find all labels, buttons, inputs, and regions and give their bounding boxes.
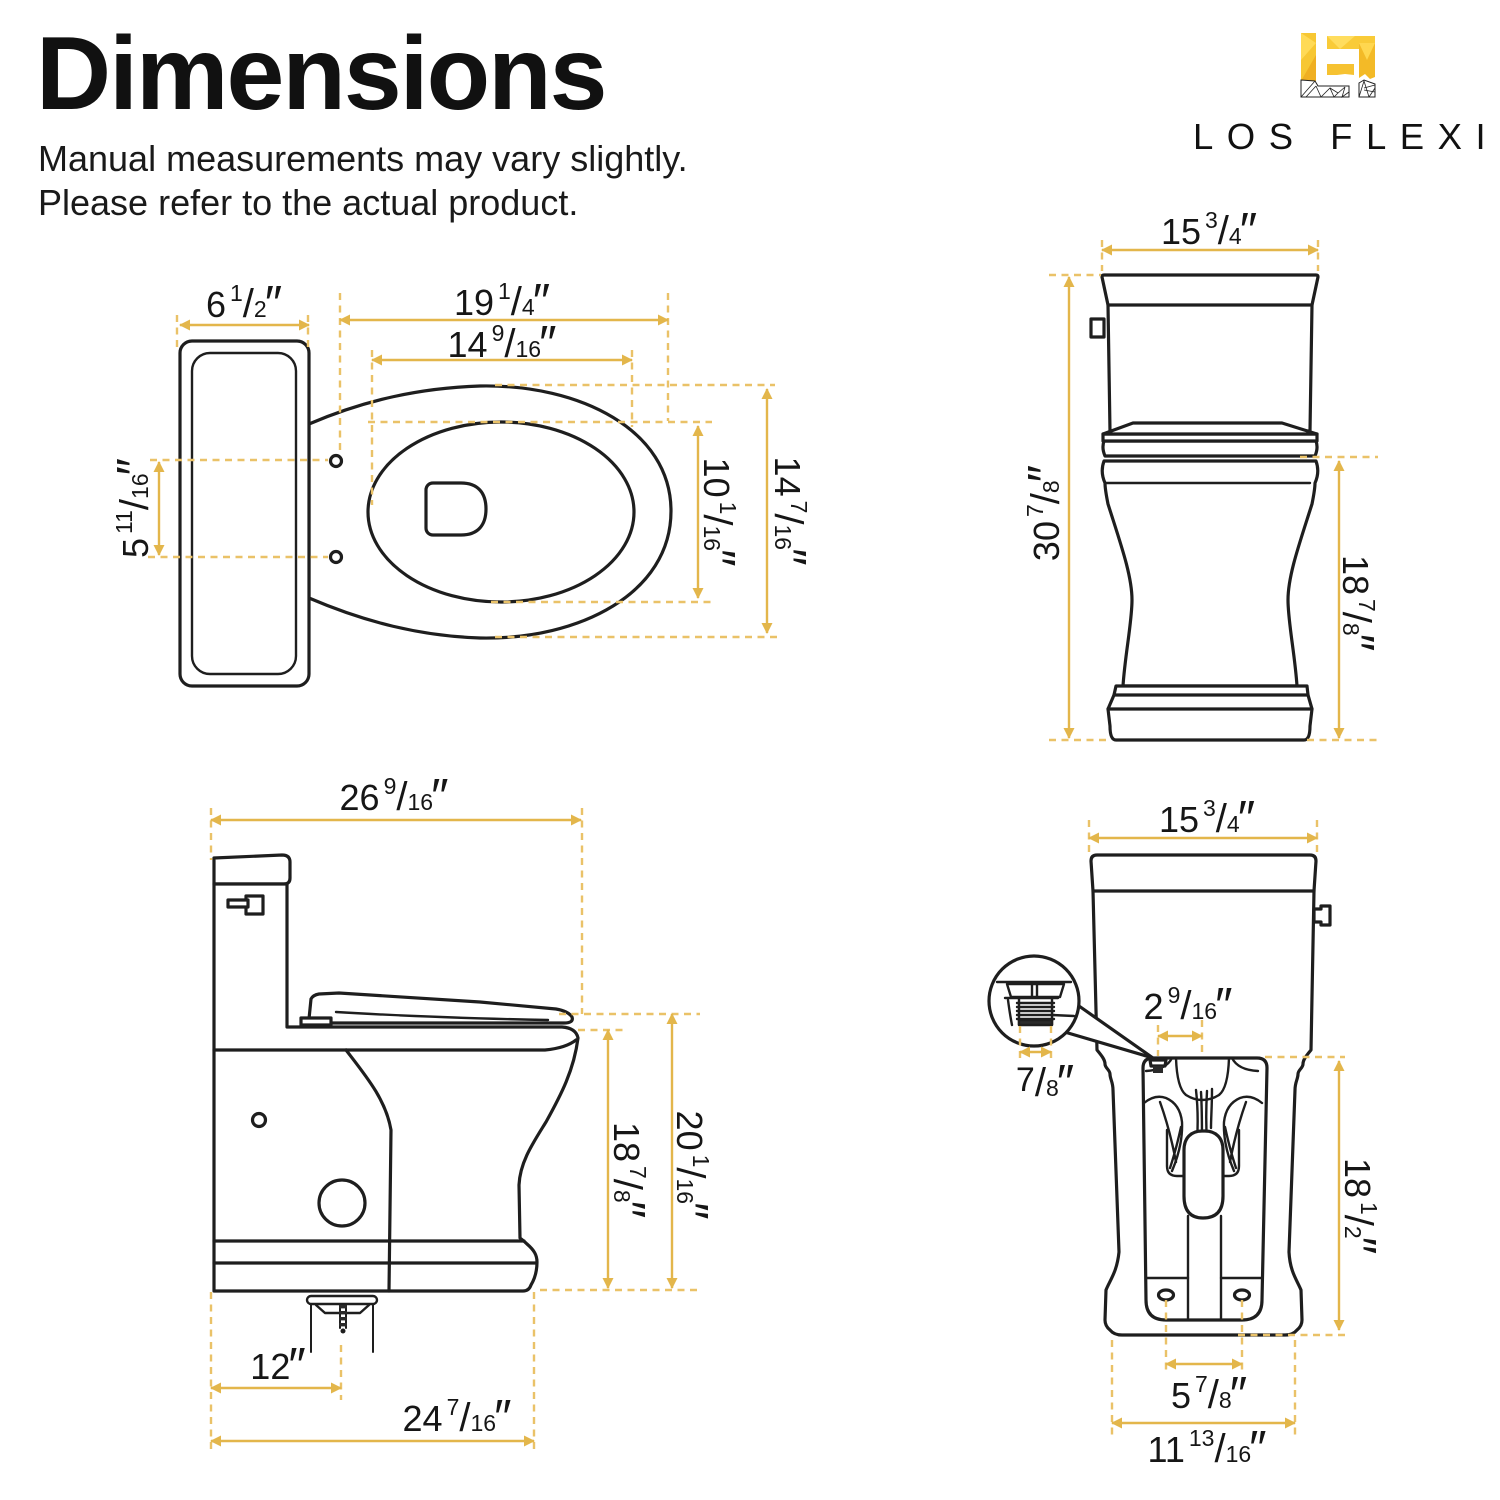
svg-text:187/8″: 187/8″ — [600, 1122, 654, 1218]
svg-text:12″: 12″ — [250, 1339, 305, 1393]
svg-text:57/8″: 57/8″ — [1171, 1368, 1247, 1422]
svg-text:307/8″: 307/8″ — [1019, 465, 1073, 561]
svg-text:29/16″: 29/16″ — [1144, 979, 1233, 1033]
svg-text:191/4″: 191/4″ — [454, 275, 550, 329]
svg-text:LOS FLEXI: LOS FLEXI — [1193, 116, 1499, 157]
svg-text:511/16″: 511/16″ — [108, 458, 162, 558]
svg-text:201/16″: 201/16″ — [663, 1111, 717, 1220]
svg-text:153/4″: 153/4″ — [1161, 204, 1257, 258]
svg-text:149/16″: 149/16″ — [448, 317, 557, 371]
svg-text:153/4″: 153/4″ — [1159, 792, 1255, 846]
svg-text:61/2″: 61/2″ — [206, 277, 282, 331]
svg-text:247/16″: 247/16″ — [403, 1391, 512, 1445]
svg-text:269/16″: 269/16″ — [340, 770, 449, 824]
svg-text:147/16″: 147/16″ — [761, 457, 815, 566]
svg-text:7/8″: 7/8″ — [1016, 1056, 1074, 1110]
svg-text:101/16″: 101/16″ — [690, 458, 744, 567]
svg-text:181/2″: 181/2″ — [1331, 1158, 1385, 1254]
svg-text:187/8″: 187/8″ — [1329, 555, 1383, 651]
